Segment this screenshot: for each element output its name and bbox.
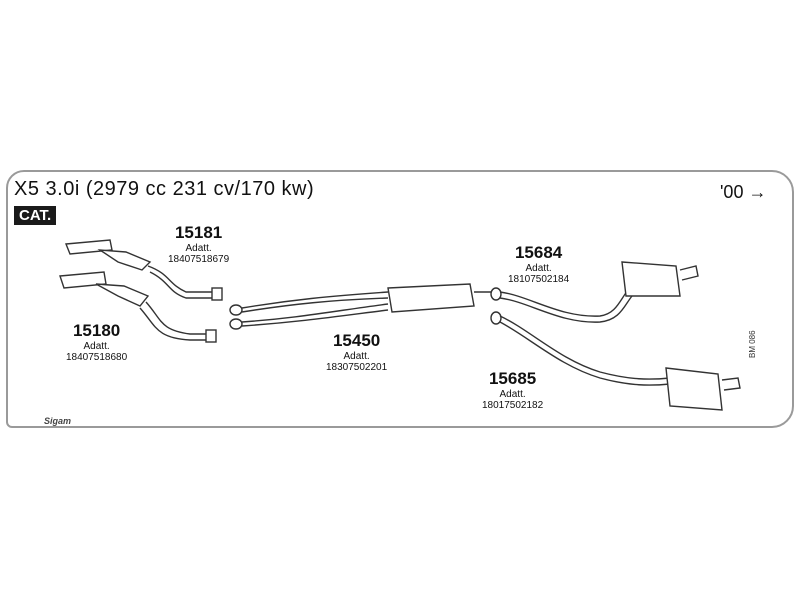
part-ref: 18407518679 (168, 253, 230, 265)
part-15684-label: 15684 Adatt. 18107502184 (508, 243, 570, 285)
part-adapt: Adatt. (343, 350, 370, 362)
center-silencer-15450[interactable] (229, 283, 492, 330)
vehicle-title: X5 3.0i (2979 cc 231 cv/170 kw) (14, 178, 315, 200)
part-number: 15685 (488, 369, 537, 388)
brand-logo: Sigam (44, 416, 72, 426)
part-ref: 18017502182 (482, 399, 544, 411)
catalytic-converter-15180[interactable] (59, 271, 217, 343)
year-range: '00 → (720, 182, 767, 202)
part-adapt: Adatt. (185, 242, 212, 254)
part-15181-label: 15181 Adatt. 18407518679 (168, 223, 230, 265)
rear-silencer-15685[interactable] (490, 311, 741, 411)
catalytic-converter-15181[interactable] (65, 239, 223, 301)
part-ref: 18107502184 (508, 273, 570, 285)
part-number: 15450 (332, 331, 381, 350)
part-number: 15684 (514, 243, 563, 262)
part-adapt: Adatt. (83, 340, 110, 352)
cat-badge: CAT. (14, 206, 57, 225)
part-adapt: Adatt. (525, 262, 552, 274)
part-adapt: Adatt. (499, 388, 526, 400)
diagram-code: BM 086 (748, 330, 757, 358)
rear-silencer-15684[interactable] (490, 261, 699, 323)
part-number: 15181 (174, 223, 223, 242)
part-15180-label: 15180 Adatt. 18407518680 (66, 321, 128, 363)
part-15450-label: 15450 Adatt. 18307502201 (326, 331, 388, 373)
part-ref: 18307502201 (326, 361, 388, 373)
part-number: 15180 (72, 321, 121, 340)
part-15685-label: 15685 Adatt. 18017502182 (482, 369, 544, 411)
part-ref: 18407518680 (66, 351, 128, 363)
